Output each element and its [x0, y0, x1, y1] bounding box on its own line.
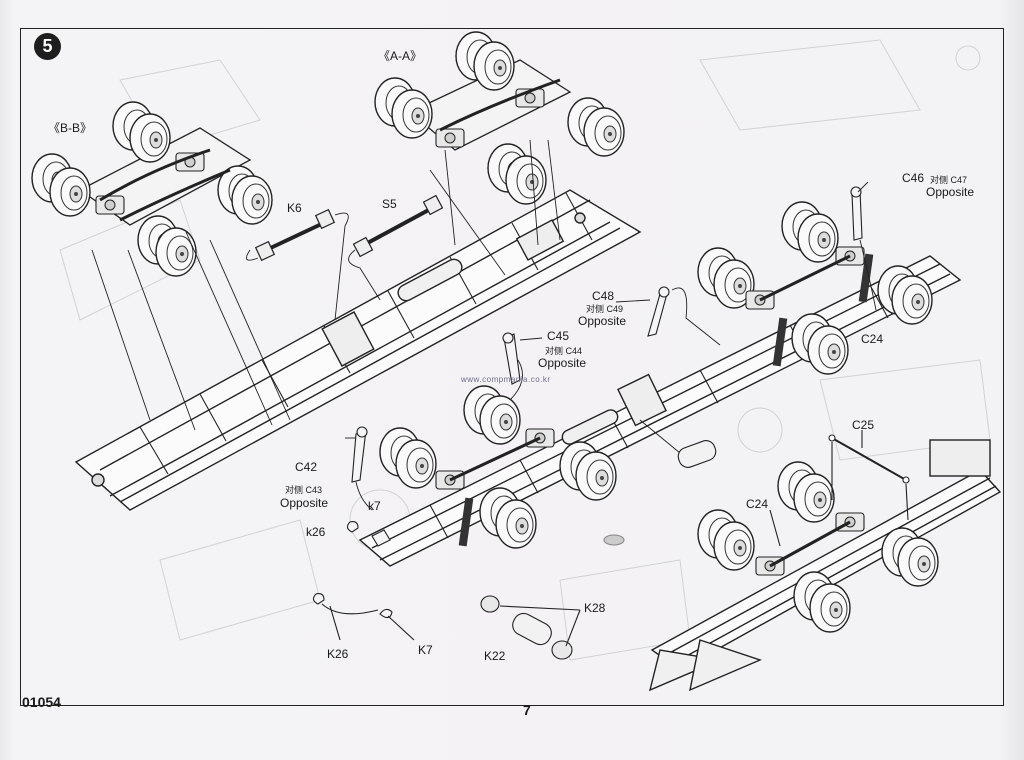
part-label-c46: C46 — [902, 171, 925, 185]
part-label-c47: 对侧 C47 — [930, 175, 968, 185]
part-label-c25: C25 — [852, 418, 875, 432]
watermark: www.compmania.co.kr — [461, 375, 551, 384]
middle-front-bogie — [379, 385, 617, 549]
part-label-c47-opposite: Opposite — [926, 185, 975, 199]
part-label-s5: S5 — [382, 197, 397, 211]
part-label-c44-opposite: Opposite — [538, 356, 587, 370]
driveshaft-k6 — [254, 208, 336, 262]
part-label-c24-top: C24 — [861, 332, 884, 346]
view-b-b-label: 《B-B》 — [48, 121, 93, 135]
bogie-b-b — [31, 101, 273, 277]
part-label-c48: C48 — [592, 289, 615, 303]
part-label-k28: K28 — [584, 601, 606, 615]
driveshaft-s5 — [352, 194, 444, 258]
part-label-k22: K22 — [484, 649, 506, 663]
part-label-k7-upper: k7 — [368, 499, 381, 513]
part-label-k26-lower: K26 — [327, 647, 349, 661]
part-label-c49-opposite: Opposite — [578, 314, 627, 328]
leader-lines-top — [91, 139, 561, 431]
lower-bogie — [697, 461, 939, 633]
part-label-c24-bottom: C24 — [746, 497, 769, 511]
middle-rear-bogie — [697, 201, 933, 375]
part-label-c49: 对侧 C49 — [586, 304, 624, 314]
bogie-a-a — [374, 31, 625, 205]
main-chassis-frame — [74, 189, 642, 511]
part-label-c42: C42 — [295, 460, 318, 474]
part-label-c43-opposite: Opposite — [280, 496, 329, 510]
page-number: 7 — [523, 702, 531, 718]
small-parts — [312, 440, 717, 660]
part-label-k26-upper: k26 — [306, 525, 326, 539]
catalog-number: 01054 — [22, 694, 61, 710]
part-label-c43: 对侧 C43 — [285, 485, 323, 495]
shock-absorbers — [351, 186, 863, 483]
page-border — [20, 28, 1004, 706]
part-label-c45: C45 — [547, 329, 570, 343]
part-label-k7-lower: K7 — [418, 643, 433, 657]
part-label-k6: K6 — [287, 201, 302, 215]
lower-chassis-frame — [648, 439, 1002, 692]
tie-rod-c25 — [769, 430, 910, 547]
view-a-a-label: 《A-A》 — [378, 49, 423, 63]
step-number-badge: 5 — [34, 33, 61, 60]
leader-lines-middle — [345, 181, 877, 511]
part-label-c44: 对侧 C44 — [545, 346, 583, 356]
